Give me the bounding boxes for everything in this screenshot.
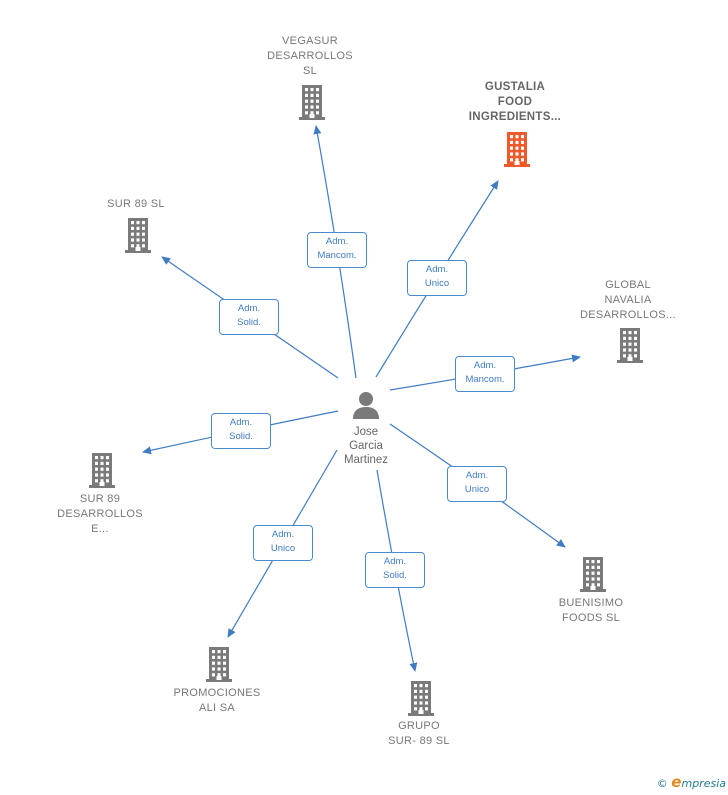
building-icon[interactable] [87, 452, 117, 488]
building-icon[interactable] [297, 84, 327, 120]
company-label-buenisimo[interactable]: BUENISIMO FOODS SL [558, 597, 624, 624]
building-icon[interactable] [204, 646, 234, 682]
brand-logo-text: mpresia [681, 777, 726, 790]
relation-role-promociones[interactable]: Adm. Unico [253, 525, 313, 561]
company-label-grupo[interactable]: GRUPO SUR- 89 SL [388, 720, 450, 747]
building-icon[interactable] [615, 327, 645, 363]
company-label-promociones[interactable]: PROMOCIONES ALI SA [173, 687, 261, 714]
company-label-sur89des[interactable]: SUR 89 DESARROLLOS E... [57, 493, 143, 535]
relation-role-gustalia[interactable]: Adm. Unico [407, 260, 467, 296]
person-name[interactable]: Jose Garcia Martinez [343, 426, 389, 466]
relation-role-buenisimo[interactable]: Adm. Unico [447, 466, 507, 502]
person-icon[interactable] [351, 390, 381, 420]
relation-role-vegasur[interactable]: Adm. Mancom. [307, 232, 367, 268]
building-icon[interactable] [502, 131, 532, 167]
building-icon[interactable] [578, 556, 608, 592]
company-label-vegasur[interactable]: VEGASUR DESARROLLOS SL [267, 35, 353, 77]
relation-role-global[interactable]: Adm. Mancom. [455, 356, 515, 392]
building-icon[interactable] [123, 217, 153, 253]
company-label-global[interactable]: GLOBAL NAVALIA DESARROLLOS... [580, 279, 676, 321]
company-label-sur89sl[interactable]: SUR 89 SL [107, 198, 165, 210]
copyright-symbol: © [656, 777, 668, 790]
relation-role-sur89sl[interactable]: Adm. Solid. [219, 299, 279, 335]
company-label-gustalia[interactable]: GUSTALIA FOOD INGREDIENTS... [468, 81, 562, 123]
relation-role-grupo[interactable]: Adm. Solid. [365, 552, 425, 588]
footer-brand: © empresia [657, 773, 726, 791]
relation-role-sur89des[interactable]: Adm. Solid. [211, 413, 271, 449]
brand-logo-initial: e [671, 773, 682, 791]
building-icon[interactable] [406, 680, 436, 716]
